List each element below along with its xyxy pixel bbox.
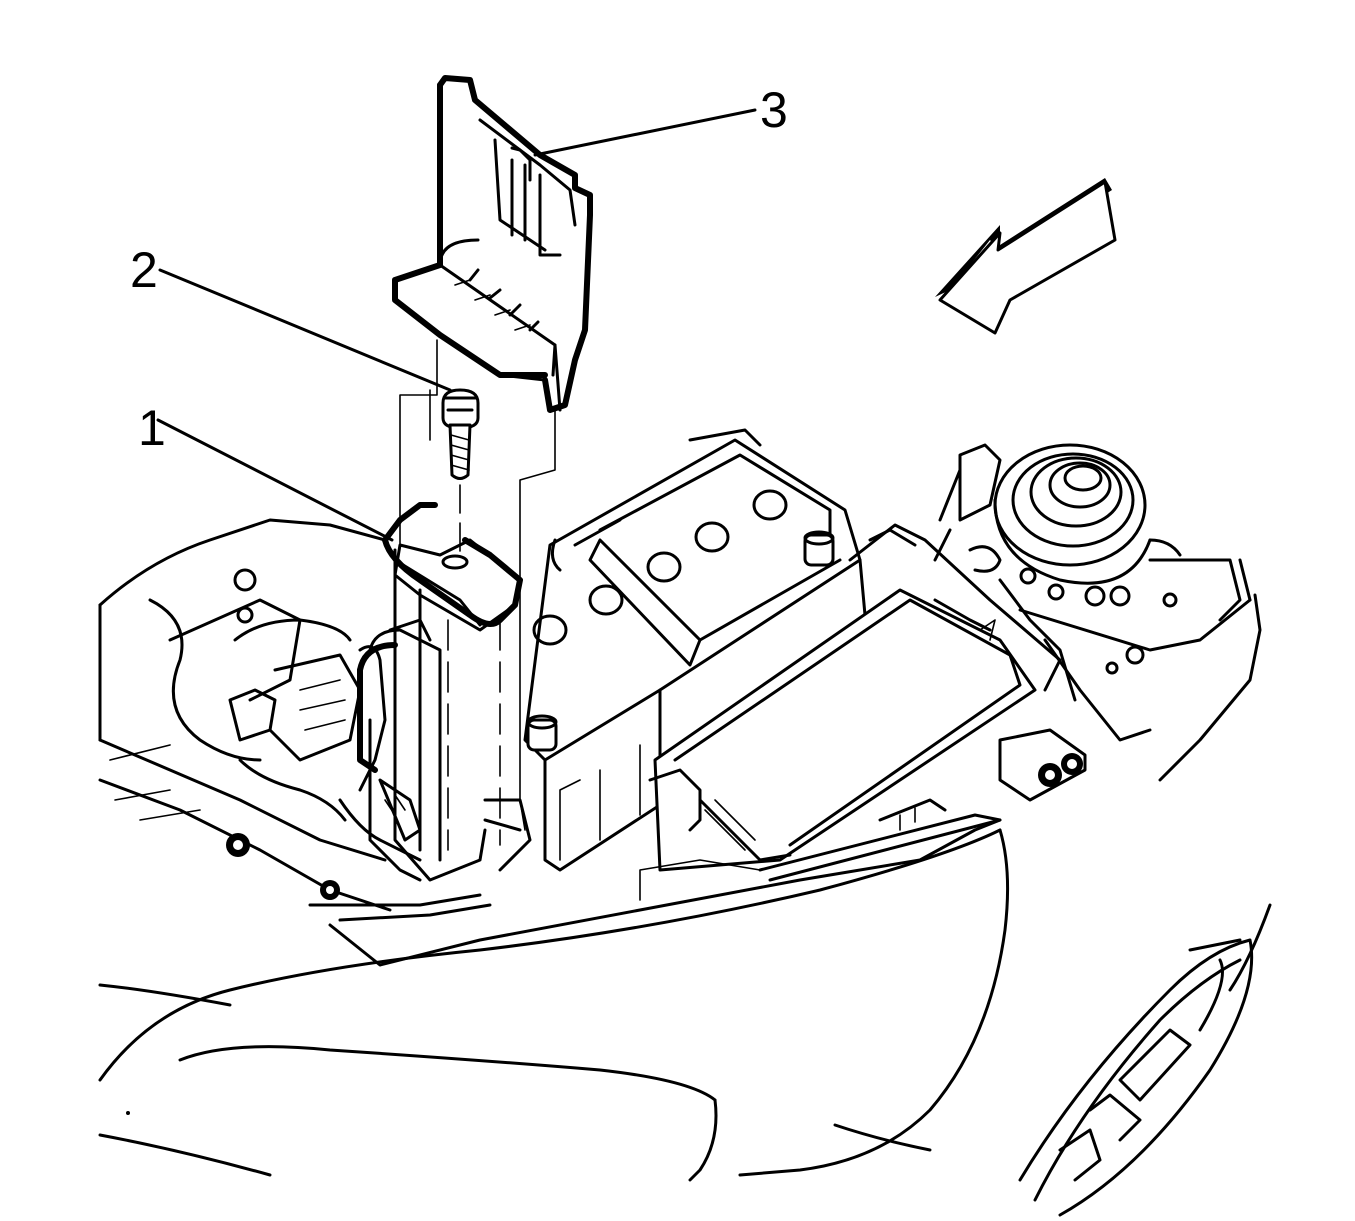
headlamp	[1018, 903, 1272, 1217]
strut-tower	[933, 443, 1262, 802]
callout-2: 2	[130, 242, 158, 298]
bolt	[441, 388, 480, 480]
callout-1: 1	[138, 400, 166, 456]
front-of-vehicle-arrow-icon	[935, 178, 1117, 335]
battery-cover	[392, 75, 593, 413]
fuse-block	[648, 523, 1062, 872]
left-engine-compartment	[98, 518, 492, 922]
installation-guide-lines	[399, 339, 556, 851]
fender	[98, 813, 1010, 1221]
callout-3: 3	[760, 82, 788, 138]
battery-tray-bracket	[357, 502, 532, 882]
callout-leaders	[156, 108, 757, 542]
